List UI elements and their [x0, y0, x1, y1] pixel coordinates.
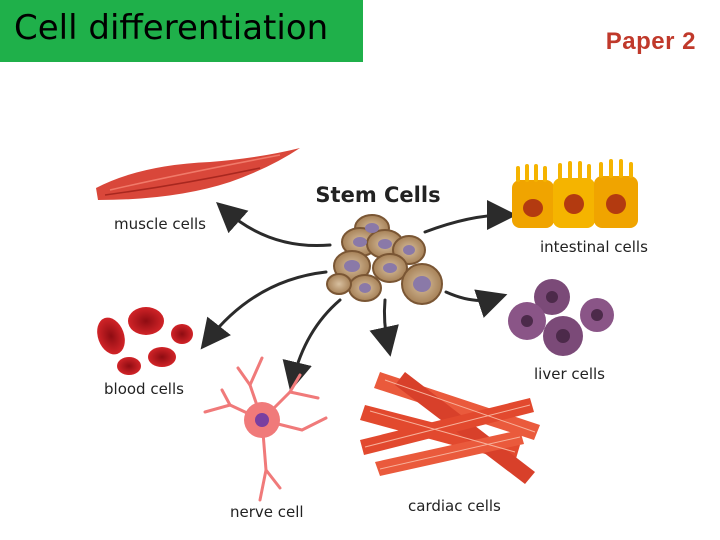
- cardiac-cells-label: cardiac cells: [408, 497, 501, 515]
- differentiation-arrows: [200, 200, 517, 392]
- page-title: Cell differentiation: [14, 8, 329, 48]
- liver-cells-image: [508, 279, 614, 356]
- arrow-to-liver: [444, 289, 508, 318]
- muscle-cells-label: muscle cells: [114, 215, 206, 233]
- nerve-cell-label: nerve cell: [230, 503, 304, 521]
- liver-cells-label: liver cells: [534, 365, 605, 383]
- arrow-to-nerve: [282, 298, 342, 392]
- muscle-cell-image: [96, 148, 300, 200]
- blood-cells-label: blood cells: [104, 380, 184, 398]
- paper-tag: Paper 2: [605, 28, 696, 55]
- title-banner: Cell differentiation: [0, 0, 363, 62]
- arrow-to-muscle: [216, 202, 332, 248]
- blood-cells-image: [97, 307, 193, 375]
- arrow-to-cardiac: [369, 298, 399, 357]
- arrow-to-intestinal: [423, 200, 517, 234]
- nerve-cell-nucleus: [255, 413, 269, 427]
- cardiac-cells-image: [360, 372, 540, 484]
- stem-cell-cluster: [326, 214, 443, 305]
- intestinal-cells-image: [512, 159, 638, 228]
- stem-cells-label: Stem Cells: [315, 183, 440, 207]
- arrow-to-blood: [200, 270, 328, 350]
- intestinal-cells-label: intestinal cells: [540, 238, 648, 256]
